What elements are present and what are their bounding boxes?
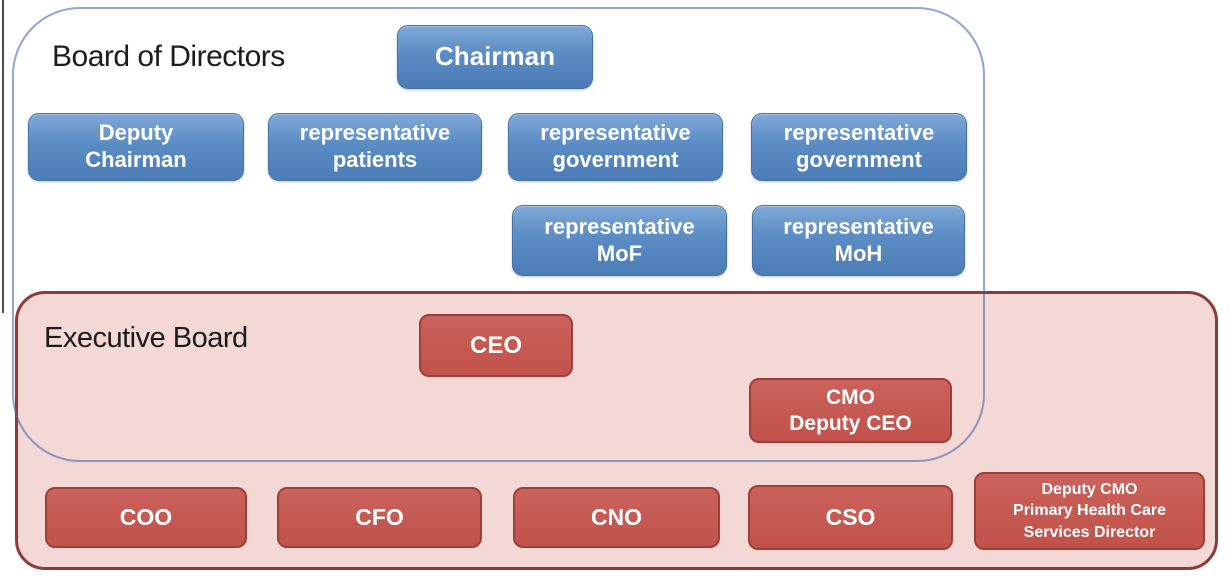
- box-label-line: Chairman: [85, 147, 187, 172]
- box-cso: CSO: [748, 485, 953, 550]
- box-label-line: MoF: [596, 240, 643, 266]
- box-label-line: CMO: [826, 385, 875, 409]
- box-label-line: representative: [544, 213, 695, 239]
- box-deputy-cmo-phc-services-director: Deputy CMO Primary Health Care Services …: [974, 472, 1205, 550]
- box-representative-moh: representative MoH: [752, 205, 965, 276]
- box-label-line: government: [552, 147, 679, 172]
- executive-board-title: Executive Board: [44, 322, 248, 354]
- box-label-line: Deputy: [98, 120, 174, 146]
- box-label: CNO: [590, 504, 643, 531]
- box-label-line: Services Director: [1023, 523, 1156, 541]
- box-representative-government-2: representative government: [751, 113, 967, 181]
- box-label-line: representative: [783, 120, 935, 146]
- box-deputy-chairman: Deputy Chairman: [28, 113, 244, 181]
- box-ceo: CEO: [419, 314, 573, 377]
- box-label: CSO: [825, 504, 876, 531]
- box-representative-government-1: representative government: [508, 113, 723, 181]
- board-of-directors-title: Board of Directors: [52, 40, 285, 73]
- box-label-line: representative: [540, 120, 691, 146]
- box-cfo: CFO: [277, 487, 482, 548]
- box-cmo-deputy-ceo: CMO Deputy CEO: [749, 378, 952, 443]
- box-label-line: government: [796, 147, 922, 172]
- box-label-line: patients: [332, 147, 418, 172]
- box-cno: CNO: [513, 487, 720, 548]
- box-label-line: Primary Health Care: [1013, 502, 1166, 520]
- box-label: CFO: [355, 504, 404, 531]
- box-label: COO: [119, 504, 173, 531]
- box-chairman: Chairman: [397, 25, 593, 89]
- box-representative-mof: representative MoF: [512, 205, 727, 276]
- box-label: Chairman: [435, 41, 555, 72]
- box-label-line: Deputy CMO: [1041, 481, 1138, 499]
- board-of-directors-container: [12, 7, 985, 462]
- box-label-line: Deputy CEO: [789, 411, 912, 435]
- box-label-line: MoH: [834, 240, 883, 266]
- box-label: CEO: [469, 331, 522, 359]
- box-label-line: representative: [299, 120, 451, 146]
- screenshot-edge-line: [2, 0, 4, 313]
- box-label-line: representative: [783, 213, 934, 239]
- box-representative-patients: representative patients: [268, 113, 482, 181]
- box-coo: COO: [45, 487, 247, 548]
